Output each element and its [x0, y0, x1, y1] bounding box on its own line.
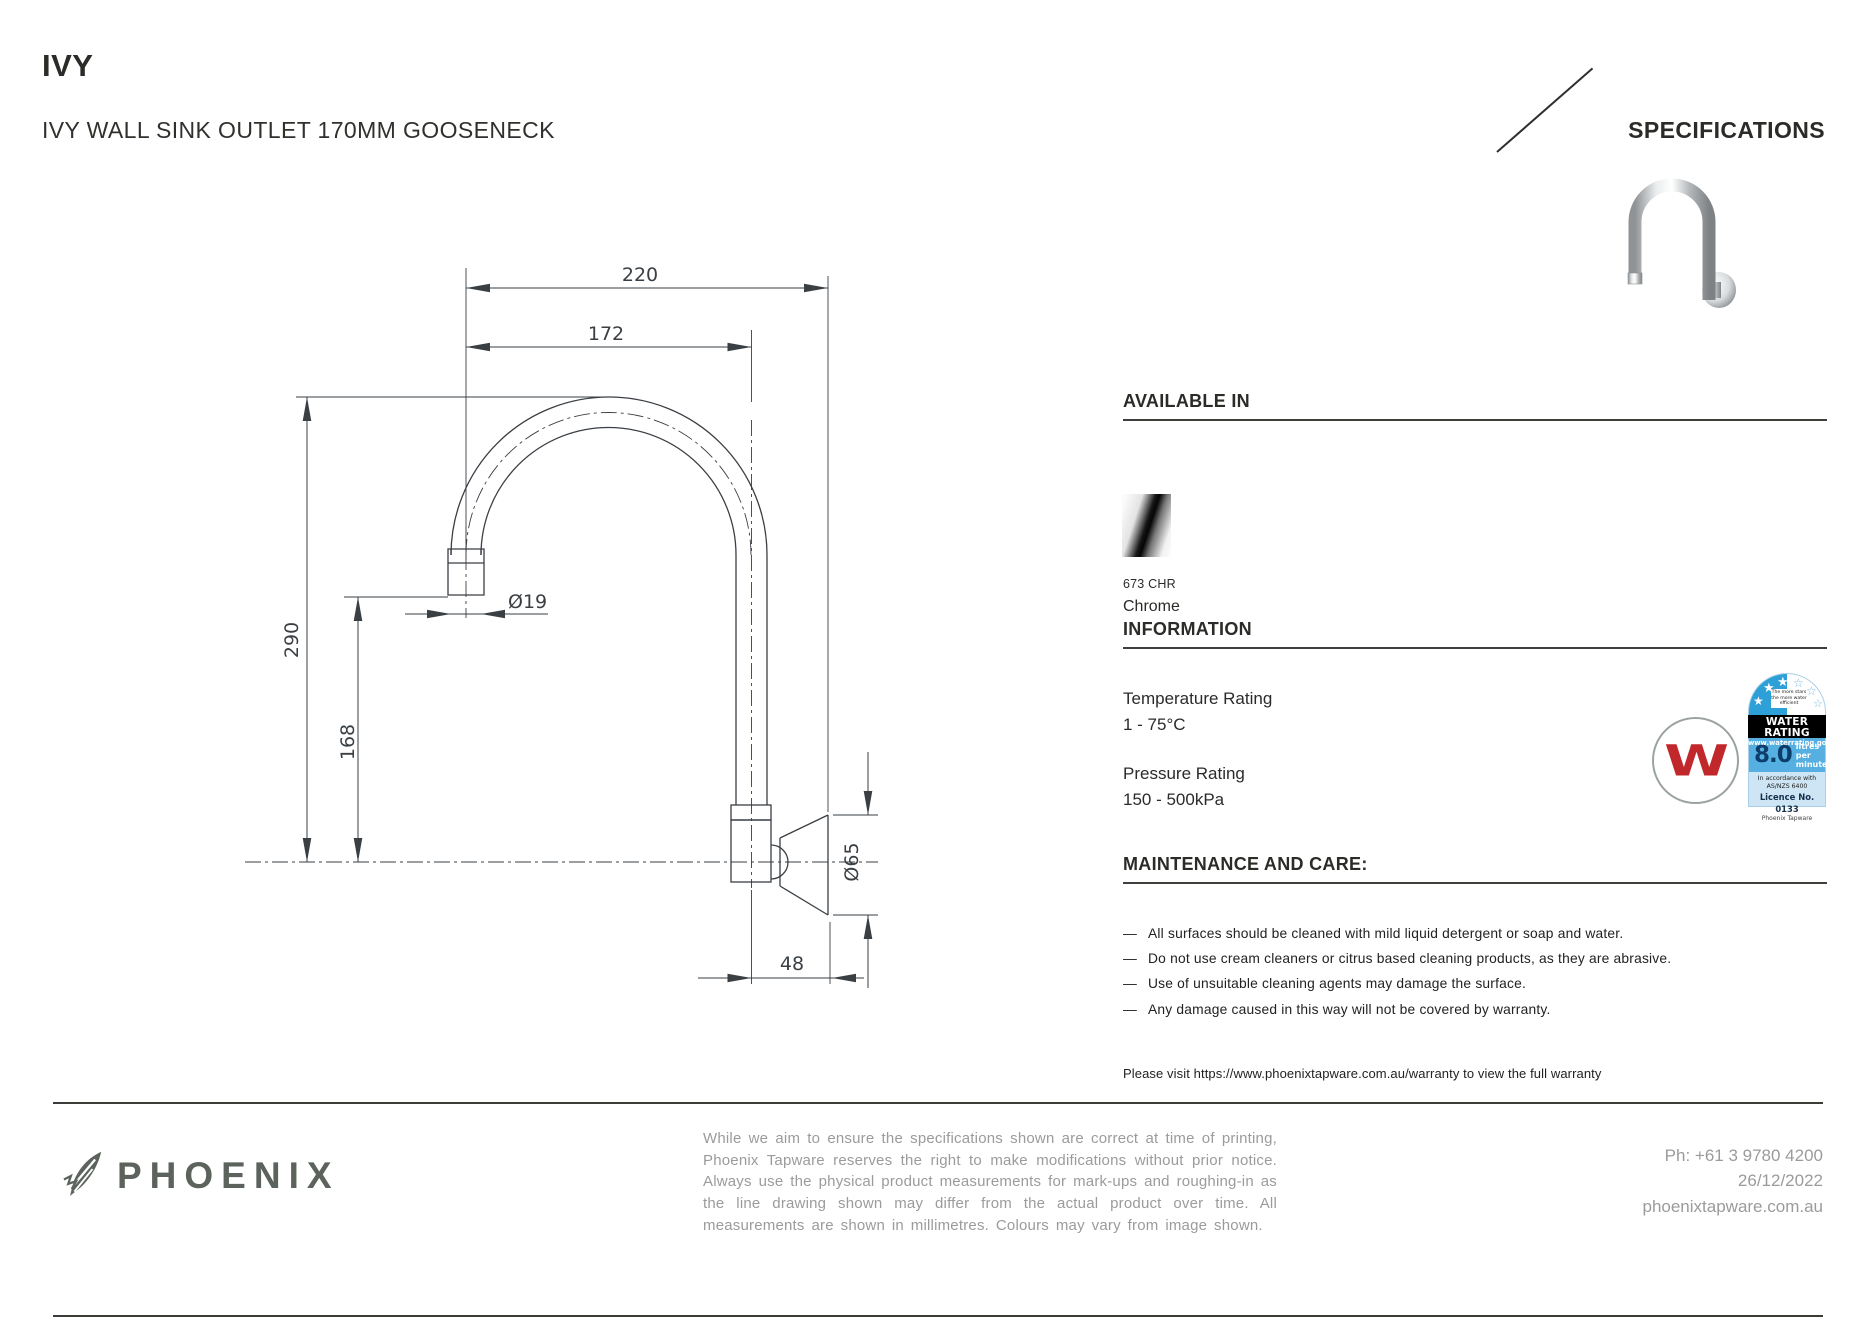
- finish-code: 673 CHR: [1123, 577, 1176, 591]
- elbow-body: [730, 819, 772, 883]
- pressure-rating-value: 150 - 500kPa: [1123, 790, 1225, 809]
- footer-contact-block: Ph: +61 3 9780 4200 26/12/2022 phoenixta…: [1642, 1143, 1823, 1219]
- product-photo: [1627, 178, 1736, 308]
- specifications-label: SPECIFICATIONS: [1628, 117, 1825, 143]
- star-outline-icon: ☆: [1793, 676, 1804, 690]
- warranty-link-note[interactable]: Please visit https://www.phoenixtapware.…: [1123, 1066, 1602, 1081]
- technical-line-drawing: 220 172 290 168 Ø19 Ø65 48: [245, 264, 878, 988]
- watermark-w-icon: W: [1664, 735, 1729, 786]
- collar: [730, 804, 772, 821]
- footer-top-rule: [53, 1102, 1823, 1104]
- available-in-heading: AVAILABLE IN: [1123, 391, 1827, 421]
- footer-phone: Ph: +61 3 9780 4200: [1664, 1146, 1823, 1165]
- gooseneck-inner-arc: [480, 426, 737, 556]
- wels-licensee: Phoenix Tapware: [1761, 815, 1813, 822]
- footer-website-link[interactable]: phoenixtapware.com.au: [1642, 1196, 1823, 1216]
- list-item: —Do not use cream cleaners or citrus bas…: [1123, 946, 1827, 971]
- phoenix-logo-text: PHOENIX: [117, 1155, 340, 1196]
- watermark-certification-logo: W: [1652, 717, 1739, 804]
- list-item: —All surfaces should be cleaned with mil…: [1123, 921, 1827, 946]
- dim-290-label: 290: [281, 622, 303, 658]
- page-bottom-rule: [53, 1315, 1823, 1317]
- maintenance-bullet-list: —All surfaces should be cleaned with mil…: [1123, 921, 1827, 1022]
- information-heading: INFORMATION: [1123, 619, 1827, 649]
- maintenance-heading: MAINTENANCE AND CARE:: [1123, 854, 1827, 884]
- wels-tagline: The more stars the more water efficient: [1771, 689, 1807, 709]
- wels-band-title: WATER RATING: [1764, 716, 1810, 739]
- bullet-dash: —: [1123, 926, 1137, 941]
- bullet-dash: —: [1123, 951, 1137, 967]
- star-outline-icon: ☆: [1806, 684, 1817, 698]
- decorative-diagonal-line: [1496, 67, 1594, 153]
- pressure-rating-label: Pressure Rating: [1123, 764, 1245, 783]
- dim-168-label: 168: [337, 724, 359, 760]
- wels-star-arch: ★ ★ ★ ☆ ☆ ☆ The more stars the more wate…: [1748, 673, 1826, 715]
- list-item: —Use of unsuitable cleaning agents may d…: [1123, 971, 1827, 996]
- product-subtitle: IVY WALL SINK OUTLET 170MM GOOSENECK: [42, 117, 555, 143]
- footer-date: 26/12/2022: [1737, 1171, 1823, 1191]
- wels-flow-row: 8.0 litres per minute: [1748, 738, 1828, 772]
- finish-name: Chrome: [1123, 598, 1180, 615]
- wels-licence: Licence No. 0133: [1759, 792, 1815, 814]
- phoenix-logo: PHOENIX: [57, 1148, 340, 1204]
- phoenix-feather-icon: [63, 1151, 102, 1196]
- dim-48-label: 48: [780, 953, 804, 975]
- temperature-rating-value: 1 - 75°C: [1123, 715, 1186, 734]
- gooseneck-outer-arc: [450, 396, 768, 556]
- star-outline-icon: ☆: [1813, 697, 1823, 710]
- wels-band: WATER RATING www.waterrating.gov.au: [1748, 715, 1842, 747]
- dim-dia19-label: Ø19: [508, 591, 547, 613]
- footer-disclaimer: While we aim to ensure the specification…: [703, 1130, 1277, 1234]
- wels-flow-value: 8.0: [1754, 742, 1793, 768]
- wels-accordance: In accordance with AS/NZS 6400: [1757, 775, 1817, 790]
- aerator-photo: [1627, 272, 1643, 285]
- dim-172-label: 172: [588, 323, 624, 345]
- star-icon: ★: [1777, 675, 1789, 690]
- bullet-dash: —: [1123, 1001, 1137, 1017]
- wels-band-url: www.waterrating.gov.au: [1748, 739, 1843, 747]
- star-icon: ★: [1753, 694, 1764, 708]
- arc-centerline: [465, 412, 752, 556]
- list-item: —Any damage caused in this way will not …: [1123, 997, 1827, 1022]
- temperature-rating-label: Temperature Rating: [1123, 689, 1273, 708]
- finish-swatch-chrome: [1122, 494, 1171, 557]
- dim-dia65-label: Ø65: [841, 842, 863, 881]
- bullet-dash: —: [1123, 976, 1137, 992]
- star-icon: ★: [1763, 681, 1775, 696]
- gooseneck-photo: [1628, 178, 1716, 300]
- wels-water-rating-badge: ★ ★ ★ ☆ ☆ ☆ The more stars the more wate…: [1748, 673, 1842, 822]
- wels-footer: In accordance with AS/NZS 6400 Licence N…: [1748, 772, 1826, 822]
- wels-flow-unit: litres per minute: [1795, 741, 1828, 769]
- page-title: IVY: [42, 48, 94, 83]
- dim-220-label: 220: [622, 264, 658, 286]
